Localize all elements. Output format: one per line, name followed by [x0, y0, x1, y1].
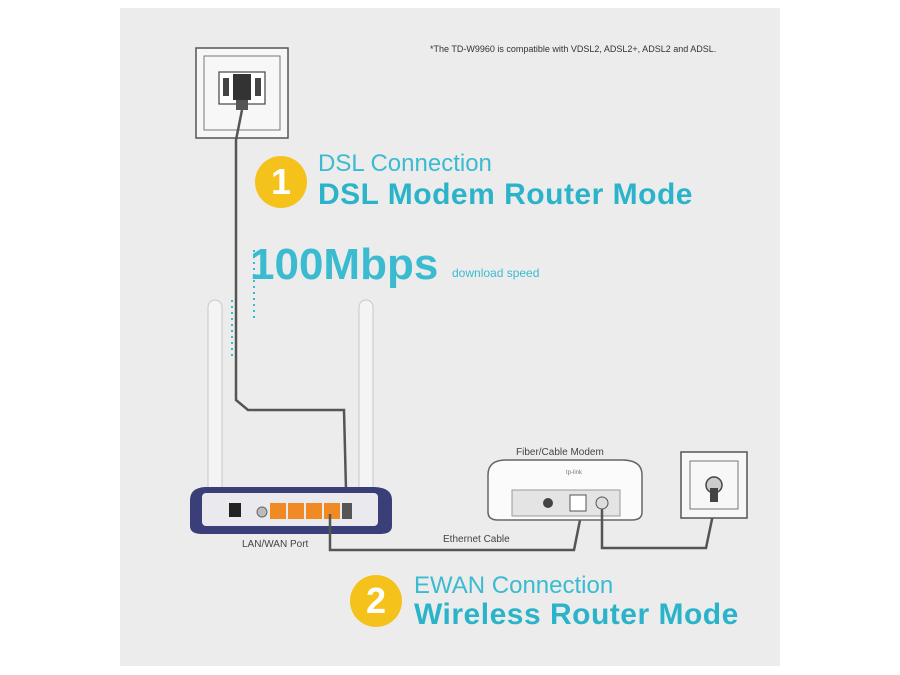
port-label: LAN/WAN Port: [242, 539, 309, 550]
connection-2-title: Wireless Router Mode: [414, 598, 739, 631]
dsl-wall-socket: [195, 47, 289, 139]
speed-caption: download speed: [452, 266, 540, 280]
connection-1-subtitle: DSL Connection: [318, 150, 492, 177]
router: [190, 487, 392, 534]
step-1-badge: 1: [255, 156, 307, 208]
cable-label: Ethernet Cable: [443, 534, 510, 545]
step-2-badge: 2: [350, 575, 402, 627]
ethernet-cable: [328, 514, 582, 552]
connection-2-subtitle: EWAN Connection: [414, 572, 614, 599]
coax-wall-socket: [680, 451, 748, 519]
modem-label: Fiber/Cable Modem: [516, 447, 604, 458]
connection-1-title: DSL Modem Router Mode: [318, 178, 693, 211]
svg-text:tp-link: tp-link: [566, 470, 583, 476]
coax-cable: [600, 499, 718, 550]
fiber-cable-modem: tp-link: [487, 459, 643, 521]
compatibility-note: *The TD-W9960 is compatible with VDSL2, …: [430, 44, 717, 54]
router-antennas: [207, 299, 374, 523]
speed-value: 100Mbps: [250, 240, 439, 289]
speed-indicator: [231, 250, 255, 360]
